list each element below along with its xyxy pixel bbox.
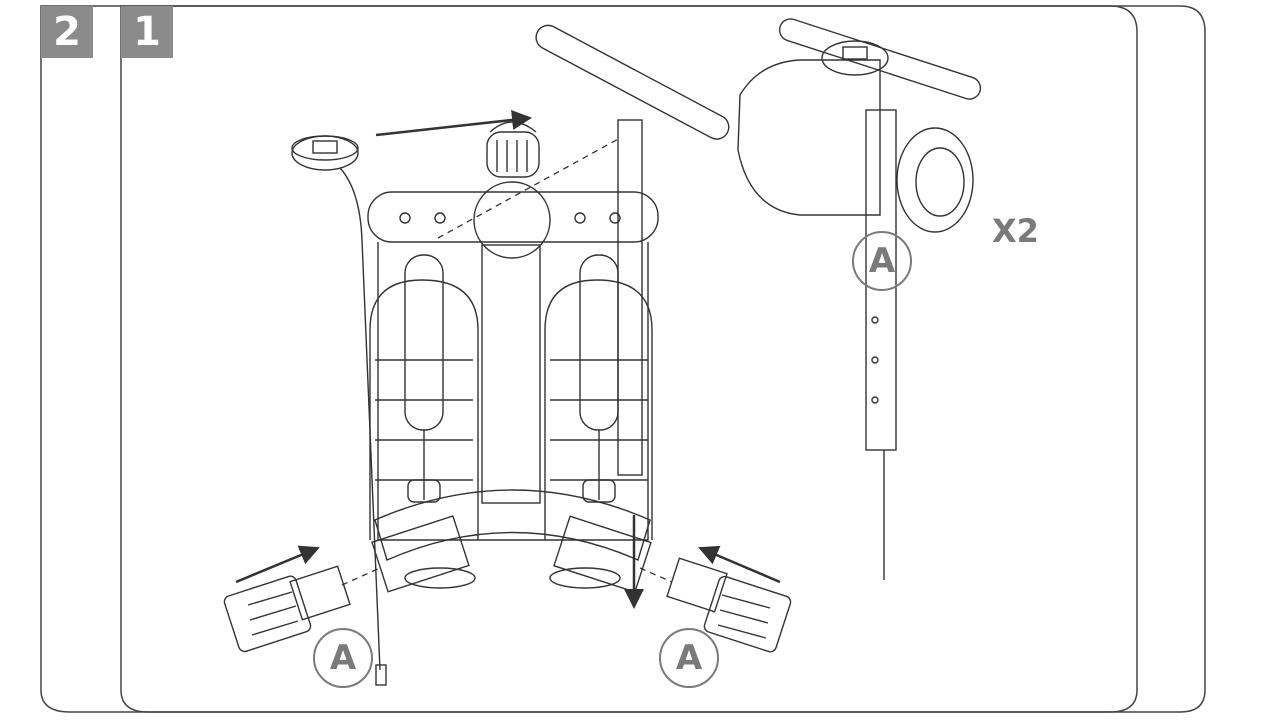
right-track — [544, 279, 653, 540]
left-wheel — [404, 567, 476, 589]
top-plate — [367, 191, 659, 243]
quantity-label: X2 — [992, 212, 1039, 250]
knob-body — [486, 131, 540, 178]
handle-pole — [617, 119, 643, 476]
detail-motor-housing — [737, 59, 881, 216]
arrow-right — [698, 545, 781, 584]
guide-line-right — [639, 567, 673, 583]
handle-bar — [535, 24, 730, 140]
center-column — [481, 244, 541, 504]
frame-body — [377, 242, 649, 541]
guide-line-top — [437, 137, 621, 239]
callout-a-left: A — [313, 628, 373, 688]
plate-hole — [434, 212, 446, 224]
knob-top — [489, 121, 537, 133]
right-bracket — [553, 515, 652, 593]
guide-line-left — [341, 567, 381, 586]
step-number-2: 2 — [41, 6, 93, 58]
panel-frame-step1 — [120, 5, 1138, 713]
panel-frame-step2 — [40, 5, 1206, 713]
detail-sensor-disc — [821, 40, 889, 76]
plate-hole — [574, 212, 586, 224]
plate-hole — [609, 212, 621, 224]
right-wheel — [549, 567, 621, 589]
left-end-cap — [223, 565, 351, 653]
callout-a-right: A — [659, 628, 719, 688]
callout-a-top: A — [852, 231, 912, 291]
arrow-top — [375, 110, 532, 137]
sensor-cable — [339, 167, 381, 671]
arrow-left — [235, 545, 320, 584]
left-bracket — [371, 515, 470, 593]
plate-hole — [399, 212, 411, 224]
cable-plug — [375, 664, 387, 686]
bottom-curve — [374, 489, 651, 561]
center-hub — [473, 181, 551, 259]
right-end-cap — [666, 557, 792, 653]
detail-motor-face — [896, 127, 974, 233]
step-number-1: 1 — [121, 6, 173, 58]
left-track — [369, 279, 479, 540]
